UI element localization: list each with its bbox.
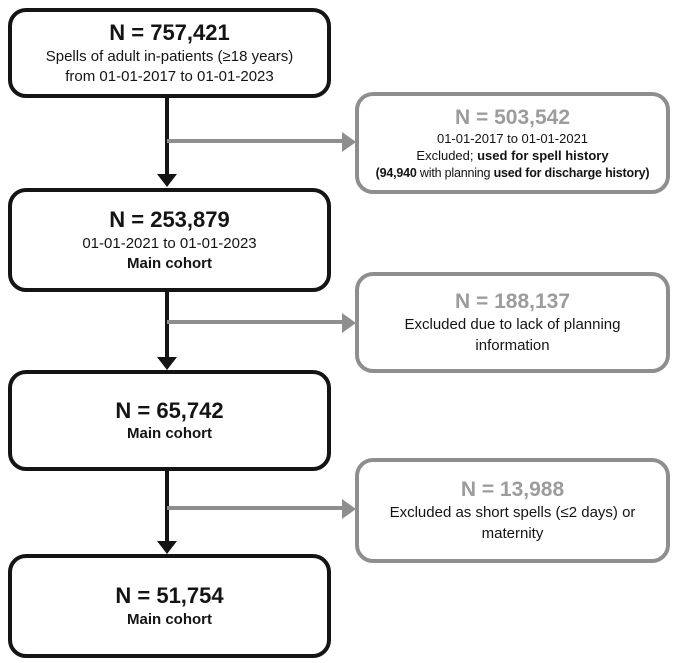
exclusion-box-spell-history: N = 503,542 01-01-2017 to 01-01-2021 Exc… [355,92,670,194]
exclusion-note-count: (94,940 [375,165,417,180]
exclusion-reason-prefix: Excluded; [416,148,478,163]
cohort-box-main-period: N = 253,879 01-01-2021 to 01-01-2023 Mai… [8,188,331,292]
down-arrow-head-icon [157,174,177,187]
exclusion-box-short-spells: N = 13,988 Excluded as short spells (≤2 … [355,458,670,563]
cohort-count: N = 757,421 [109,20,230,45]
exclusion-reason: Excluded due to lack of planning informa… [404,316,621,354]
exclusion-date-range: 01-01-2017 to 01-01-2021 [436,131,589,147]
exclusion-reason-emphasis: used for spell history [477,148,609,163]
exclusion-reason: Excluded as short spells (≤2 days) or ma… [389,504,636,542]
cohort-count: N = 65,742 [115,397,224,423]
cohort-label: Main cohort [127,610,212,628]
down-arrow-head-icon [157,541,177,554]
exclusion-box-no-planning: N = 188,137 Excluded due to lack of plan… [355,272,670,373]
down-arrow-line [165,98,169,175]
cohort-date-range: from 01-01-2017 to 01-01-2023 [65,67,274,85]
cohort-box-initial: N = 757,421 Spells of adult in-patients … [8,8,331,98]
cohort-label: Main cohort [127,254,212,272]
down-arrow-line [165,292,169,358]
cohort-date-range: 01-01-2021 to 01-01-2023 [82,234,257,252]
branch-arrow-line [167,139,343,143]
exclusion-note: (94,940 with planning used for discharge… [376,165,650,181]
cohort-box-with-planning: N = 65,742 Main cohort [8,370,331,471]
exclusion-count: N = 503,542 [454,105,570,129]
branch-arrow-head-icon [342,313,356,333]
branch-arrow-head-icon [342,132,356,152]
branch-arrow-line [167,320,343,324]
cohort-box-final: N = 51,754 Main cohort [8,554,331,658]
cohort-label: Main cohort [127,425,212,443]
cohort-count: N = 253,879 [109,207,230,232]
exclusion-note-emphasis: used for discharge history) [493,165,650,180]
exclusion-note-middle: with planning [416,165,494,180]
cohort-description: Spells of adult in-patients (≥18 years) [45,47,294,65]
exclusion-reason: Excluded; used for spell history [416,148,608,165]
exclusion-count: N = 188,137 [454,290,570,314]
exclusion-count: N = 13,988 [460,478,565,502]
branch-arrow-line [167,506,343,510]
branch-arrow-head-icon [342,499,356,519]
cohort-count: N = 51,754 [115,583,224,609]
down-arrow-head-icon [157,357,177,370]
